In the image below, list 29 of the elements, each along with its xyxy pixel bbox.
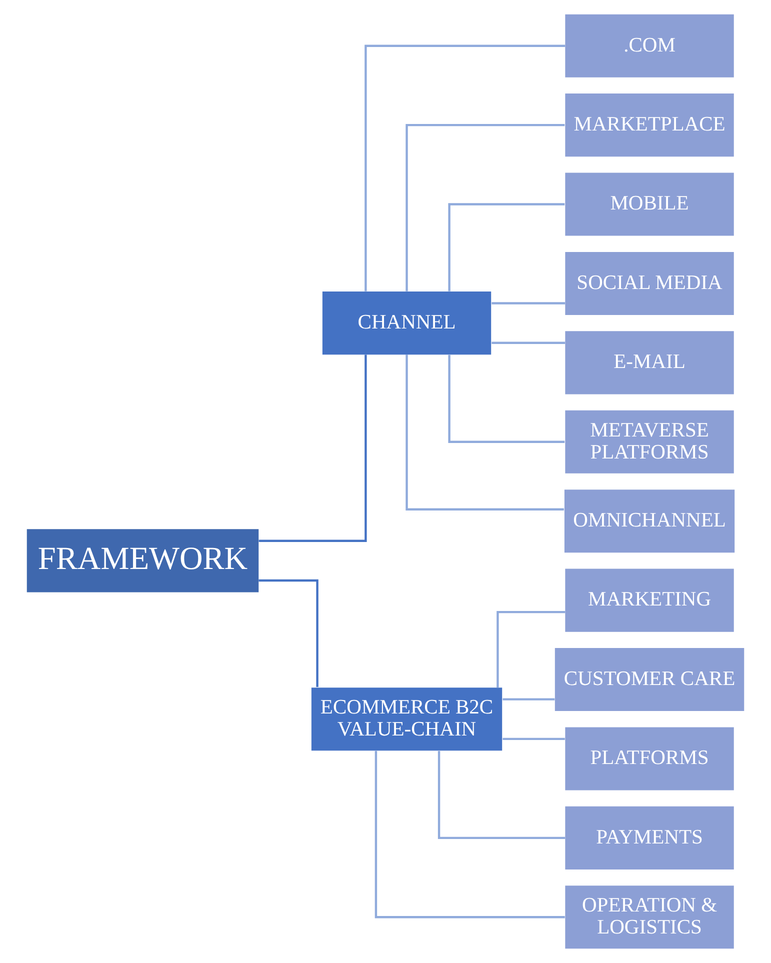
connector xyxy=(406,124,565,292)
connector xyxy=(448,354,565,443)
connector xyxy=(258,354,367,542)
connector xyxy=(406,354,564,510)
connector xyxy=(492,302,566,304)
connector xyxy=(492,342,566,344)
node-box: PAYMENTS xyxy=(565,806,734,870)
node-box: ECOMMERCE B2C VALUE-CHAIN xyxy=(311,688,502,751)
node-box: .COM xyxy=(565,14,734,78)
node-box: OPERATION & LOGISTICS xyxy=(565,886,734,949)
node-box: MARKETPLACE xyxy=(565,94,734,157)
node-box: E-MAIL xyxy=(565,331,734,394)
connector xyxy=(502,698,555,700)
node-box: CHANNEL xyxy=(322,292,492,355)
node-box: MOBILE xyxy=(565,172,734,236)
node-box: SOCIAL MEDIA xyxy=(565,252,734,316)
connector xyxy=(496,610,566,688)
node-box: MARKETING xyxy=(565,568,734,632)
node-box: CUSTOMER CARE xyxy=(554,648,744,712)
node-box: FRAMEWORK xyxy=(26,529,259,592)
node-box: PLATFORMS xyxy=(565,727,734,790)
connector xyxy=(448,203,565,292)
node-box: METAVERSE PLATFORMS xyxy=(565,410,734,474)
node-box: OMNICHANNEL xyxy=(564,490,735,553)
connector xyxy=(258,579,318,687)
connector xyxy=(438,750,566,840)
connector xyxy=(364,44,566,292)
connector xyxy=(374,750,565,918)
connector xyxy=(502,738,565,740)
